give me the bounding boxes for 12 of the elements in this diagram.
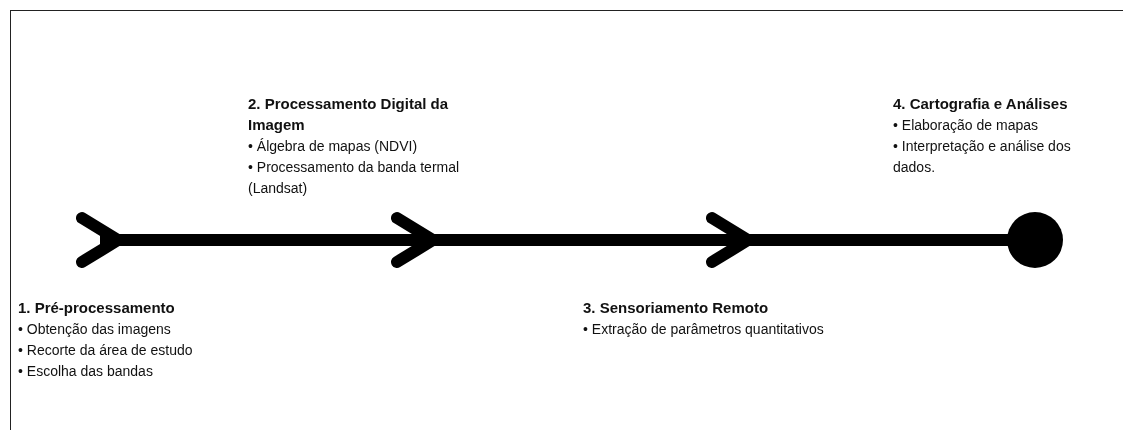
bullet-item: • Álgebra de mapas (NDVI): [248, 137, 419, 156]
step-heading: 2. Processamento Digital da Imagem: [248, 94, 450, 135]
bullet-item: • Processamento da banda termal (Landsat): [248, 158, 461, 198]
bullet-item: • Recorte da área de estudo: [18, 341, 194, 360]
step-heading: 1. Pré-processamento: [18, 298, 176, 318]
step-heading: 4. Cartografia e Análises: [893, 94, 1069, 114]
bullet-item: • Elaboração de mapas: [893, 116, 1039, 135]
bullet-item: • Extração de parâmetros quantitativos: [583, 320, 825, 339]
step-heading: 3. Sensoriamento Remoto: [583, 298, 770, 318]
bullet-item: • Interpretação e análise dos dados.: [893, 137, 1071, 177]
bullet-item: • Escolha das bandas: [18, 362, 154, 381]
bullet-item: • Obtenção das imagens: [18, 320, 172, 339]
